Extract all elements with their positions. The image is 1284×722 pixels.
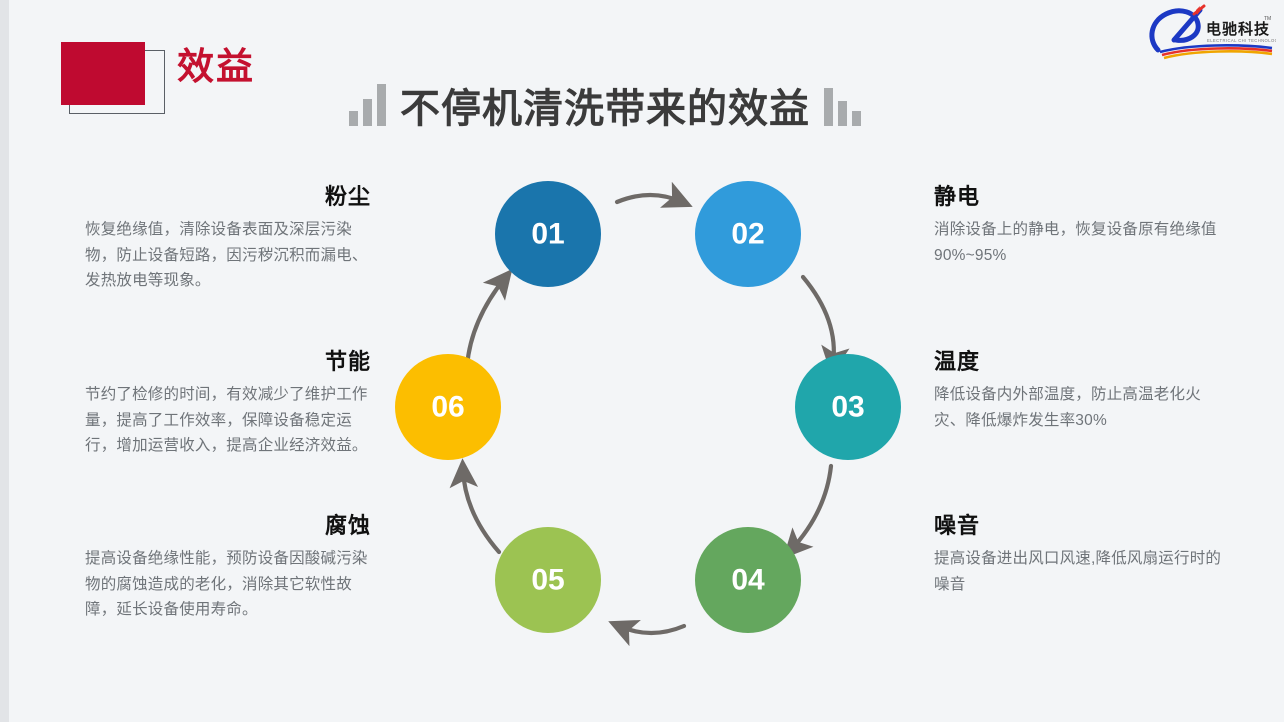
cycle-node-02: 02 [695, 181, 801, 287]
benefit-body-static: 消除设备上的静电，恢复设备原有绝缘值90%~95% [934, 221, 1217, 264]
benefit-body-noise: 提高设备进出风口风速,降低风扇运行时的噪音 [934, 550, 1222, 593]
svg-text:TM: TM [1264, 16, 1271, 22]
benefit-body-corrosion: 提高设备绝缘性能，预防设备因酸碱污染物的腐蚀造成的老化，消除其它软性故障，延长设… [85, 550, 368, 618]
section-badge-label: 效益 [177, 46, 255, 87]
page-title: 不停机清洗带来的效益 [400, 87, 810, 131]
slide-title-row: 不停机清洗带来的效益 [349, 72, 861, 131]
section-badge [61, 42, 171, 117]
benefit-block-dust: 粉尘 恢复绝缘值，清除设备表面及深层污染物，防止设备短路，因污秽沉积而漏电、发热… [85, 184, 377, 293]
benefit-block-energy: 节能 节约了检修的时间，有效减少了维护工作量，提高了工作效率，保障设备稳定运行，… [85, 349, 377, 458]
cycle-arrows [449, 181, 850, 647]
benefit-block-corrosion: 腐蚀 提高设备绝缘性能，预防设备因酸碱污染物的腐蚀造成的老化，消除其它软性故障，… [85, 513, 377, 622]
cycle-node-label-03: 03 [831, 391, 864, 424]
cycle-node-label-02: 02 [731, 218, 764, 251]
svg-text:电驰科技: 电驰科技 [1206, 20, 1270, 38]
cycle-node-03: 03 [795, 354, 901, 460]
benefit-heading-temperature: 温度 [934, 349, 981, 374]
cycle-node-05: 05 [495, 527, 601, 633]
cycle-diagram: 01 02 03 04 05 06 [379, 160, 924, 690]
benefit-heading-noise: 噪音 [934, 513, 981, 538]
benefit-heading-corrosion: 腐蚀 [324, 513, 371, 538]
cycle-node-label-05: 05 [531, 564, 564, 597]
cycle-arrow-03-to-04 [783, 463, 834, 559]
cycle-arrow-04-to-05 [608, 619, 687, 647]
cycle-arrow-06-to-01 [464, 268, 513, 369]
cycle-arrow-01-to-02 [614, 181, 693, 208]
benefit-body-dust: 恢复绝缘值，清除设备表面及深层污染物，防止设备短路，因污秽沉积而漏电、发热放电等… [85, 221, 368, 289]
benefit-heading-dust: 粉尘 [324, 184, 371, 209]
cycle-arrow-02-to-03 [800, 274, 850, 376]
benefit-body-energy: 节约了检修的时间，有效减少了维护工作量，提高了工作效率，保障设备稳定运行，增加运… [85, 386, 368, 454]
bar-chart-decoration-left-icon [349, 84, 386, 126]
bar-chart-decoration-right-icon [824, 84, 861, 126]
svg-text:ELECTRICAL CHI TECHNOLOGY: ELECTRICAL CHI TECHNOLOGY [1207, 38, 1276, 43]
benefit-block-noise: 噪音 提高设备进出风口风速,降低风扇运行时的噪音 [934, 513, 1226, 597]
cycle-node-label-06: 06 [431, 391, 464, 424]
benefit-heading-static: 静电 [934, 184, 981, 209]
cycle-node-label-01: 01 [531, 218, 564, 251]
company-logo: 电驰科技 ELECTRICAL CHI TECHNOLOGY TM [1144, 4, 1276, 60]
benefit-block-temperature: 温度 降低设备内外部温度，防止高温老化火灾、降低爆炸发生率30% [934, 349, 1226, 433]
cycle-node-01: 01 [495, 181, 601, 287]
cycle-node-label-04: 04 [731, 564, 765, 597]
cycle-node-04: 04 [695, 527, 801, 633]
benefit-heading-energy: 节能 [324, 349, 371, 374]
badge-filled-square [61, 42, 145, 105]
benefit-body-temperature: 降低设备内外部温度，防止高温老化火灾、降低爆炸发生率30% [934, 386, 1201, 429]
benefit-block-static: 静电 消除设备上的静电，恢复设备原有绝缘值90%~95% [934, 184, 1226, 268]
cycle-node-06: 06 [395, 354, 501, 460]
cycle-arrow-05-to-06 [449, 458, 502, 555]
